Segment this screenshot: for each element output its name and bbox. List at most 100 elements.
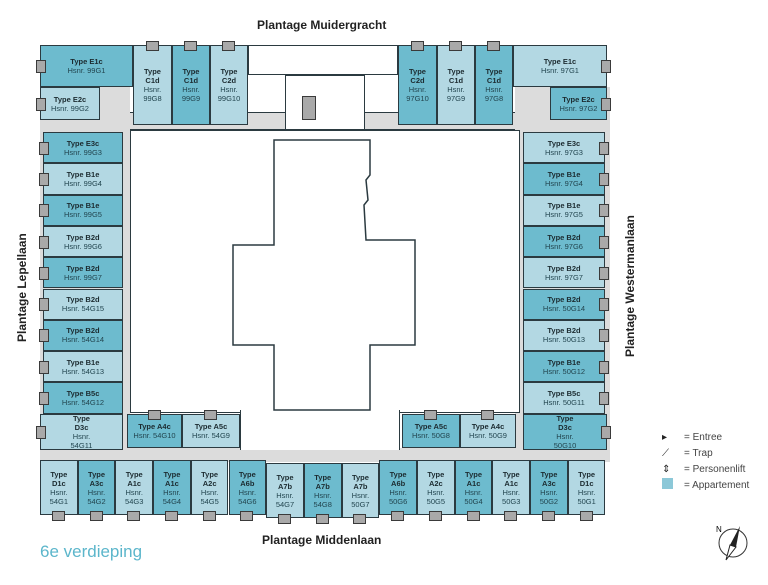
window bbox=[504, 511, 518, 521]
unit-number: 99G9 bbox=[181, 94, 201, 103]
unit-type: Type E3c bbox=[547, 138, 581, 148]
unit-number: 50G11 bbox=[562, 398, 585, 408]
unit-type: Type B2d bbox=[547, 326, 581, 336]
window bbox=[466, 511, 480, 521]
unit-number: 54G14 bbox=[81, 335, 105, 345]
unit-number: 97G8 bbox=[484, 94, 504, 103]
unit-number: 50G2 bbox=[539, 496, 559, 506]
unit-hsnr-label: Hsnr. bbox=[64, 147, 82, 157]
unit-type: Type A1c bbox=[502, 469, 520, 488]
unit-hsnr-label: Hsnr. bbox=[61, 398, 80, 408]
unit-type: Type E3c bbox=[66, 138, 100, 148]
unit-type: Type C1d bbox=[485, 67, 503, 85]
unit-hsnr-label: Hsnr. bbox=[485, 85, 503, 94]
unit-type: Type A6b bbox=[389, 469, 407, 488]
unit-number: 50G7 bbox=[351, 499, 370, 509]
unit-type: Type D3c bbox=[73, 414, 90, 432]
unit-hsnr-label: Hsnr. bbox=[545, 272, 563, 282]
unit-type: Type B2d bbox=[66, 232, 100, 242]
unit-hsnr-label: Hsnr. bbox=[351, 490, 370, 500]
unit-hsnr-label: Hsnr. bbox=[64, 241, 82, 251]
unit-number: 54G3 bbox=[125, 496, 144, 506]
unit-hsnr-label: Hsnr. bbox=[192, 431, 210, 440]
unit-type: Type A6b bbox=[238, 469, 256, 488]
unit-type: Type B5c bbox=[547, 389, 581, 399]
unit-type: Type C1d bbox=[144, 67, 161, 85]
unit-type: Type A1c bbox=[465, 469, 482, 488]
legend-stairs: ⟋= Trap bbox=[662, 447, 713, 459]
unit-type: Type A4c bbox=[471, 422, 505, 431]
window bbox=[202, 511, 216, 521]
window bbox=[601, 60, 611, 73]
window bbox=[36, 426, 46, 439]
unit-type: Type B1e bbox=[547, 357, 581, 367]
unit-type: Type A1c bbox=[163, 469, 181, 488]
unit-number: 97G10 bbox=[406, 94, 429, 103]
unit-number: 99G10 bbox=[217, 94, 241, 103]
legend-apartment: = Appartement bbox=[662, 477, 749, 493]
unit-hsnr-label: Hsnr. bbox=[408, 85, 427, 94]
unit-number: 50G13 bbox=[562, 335, 586, 345]
unit-type: Type A7b bbox=[276, 472, 294, 491]
unit-hsnr-label: Hsnr. bbox=[545, 147, 563, 157]
unit-number: 54G10 bbox=[153, 431, 176, 440]
window bbox=[147, 410, 161, 420]
unit-type: Type B2d bbox=[66, 326, 100, 336]
window bbox=[599, 298, 609, 312]
window bbox=[599, 266, 609, 280]
window bbox=[36, 60, 46, 73]
window bbox=[278, 514, 292, 524]
unit-number: 50G10 bbox=[553, 441, 577, 450]
entrance-icon: ▸ bbox=[662, 431, 668, 443]
unit-number: 54G1 bbox=[49, 496, 69, 506]
